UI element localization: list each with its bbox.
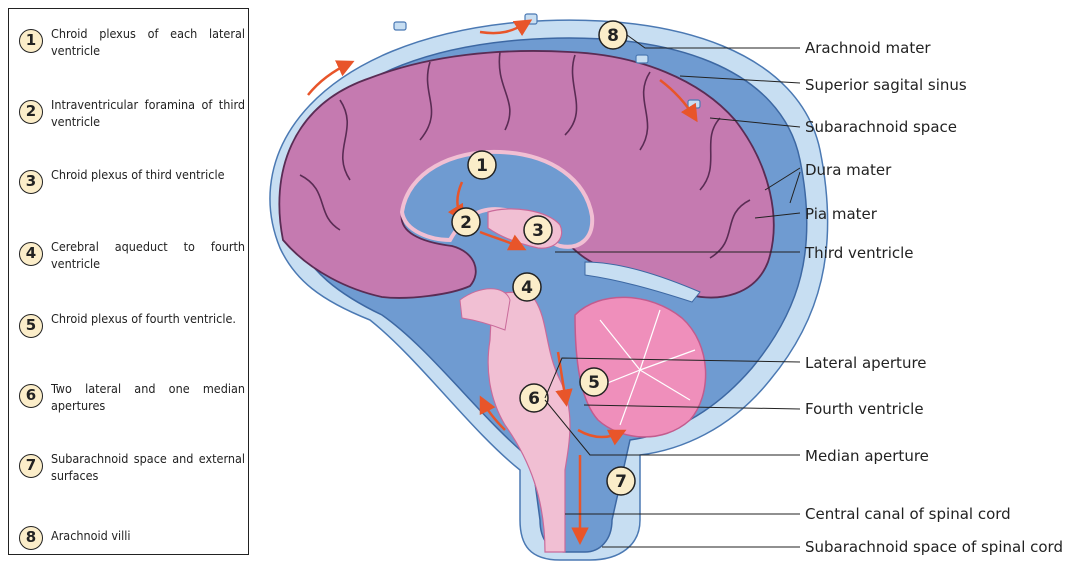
marker-8: 8	[607, 26, 619, 46]
label-fourth-ventricle: Fourth ventricle	[805, 400, 924, 418]
label-subarachnoid-space: Subarachnoid space	[805, 118, 957, 136]
label-third-ventricle: Third ventricle	[804, 244, 914, 262]
label-superior-sagital-sinus: Superior sagital sinus	[805, 76, 967, 94]
label-lateral-aperture: Lateral aperture	[805, 354, 927, 372]
label-subarachnoid-spinal: Subarachnoid space of spinal cord	[805, 538, 1063, 556]
marker-3: 3	[532, 221, 544, 241]
marker-4: 4	[521, 278, 533, 298]
label-median-aperture: Median aperture	[805, 447, 929, 465]
marker-7: 7	[615, 472, 627, 492]
label-pia-mater: Pia mater	[805, 205, 878, 223]
marker-5: 5	[588, 373, 600, 393]
structure-labels: Arachnoid mater Superior sagital sinus S…	[804, 39, 1063, 556]
label-central-canal: Central canal of spinal cord	[805, 505, 1011, 523]
marker-2: 2	[460, 213, 472, 233]
label-dura-mater: Dura mater	[805, 161, 892, 179]
label-arachnoid-mater: Arachnoid mater	[805, 39, 931, 57]
marker-6: 6	[528, 389, 540, 409]
marker-1: 1	[476, 156, 488, 176]
